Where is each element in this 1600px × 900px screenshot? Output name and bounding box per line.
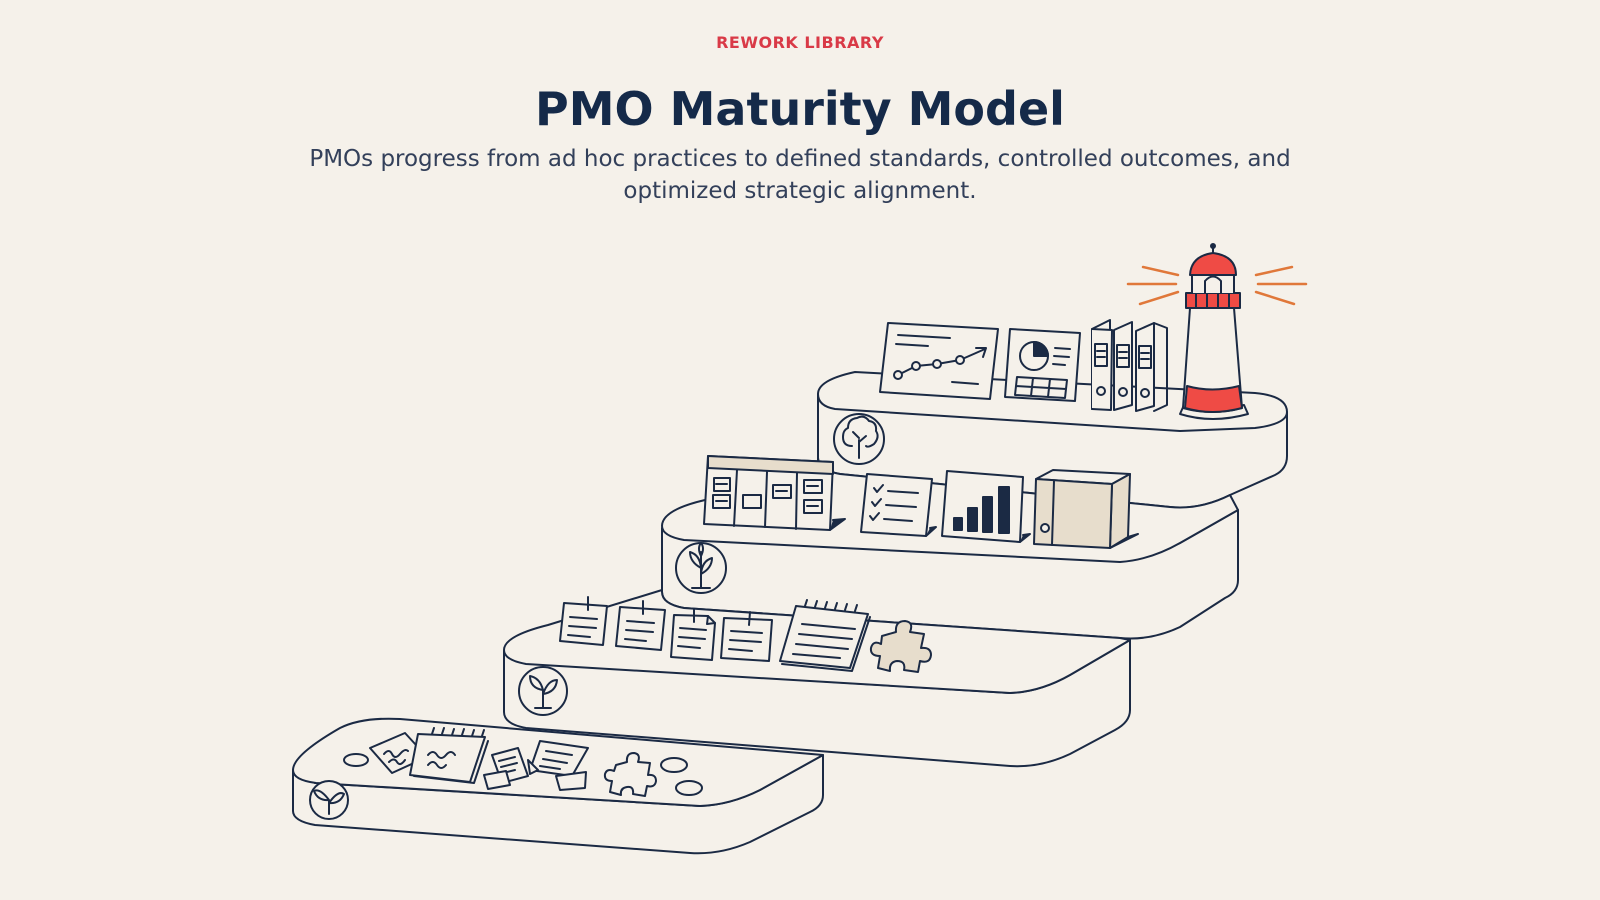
coin-icon [343, 753, 703, 796]
kanban-board-icon [703, 455, 846, 531]
seedling-icon [309, 780, 349, 820]
template-sheet-icon [559, 596, 773, 662]
binders-icon [1091, 319, 1168, 412]
spiral-notebook-icon [779, 599, 871, 672]
bar-chart-icon [941, 470, 1031, 543]
notepad-icon [409, 727, 489, 784]
puzzle-piece-icon [869, 620, 932, 673]
light-rays [1126, 265, 1308, 306]
eyebrow-label: REWORK LIBRARY [716, 33, 884, 52]
checklist-icon [860, 473, 937, 537]
tree-icon [833, 413, 885, 465]
report-pie-icon [1004, 328, 1081, 402]
page-subtitle: PMOs progress from ad hoc practices to d… [309, 146, 1291, 204]
plant-icon [675, 542, 727, 594]
page-title: PMO Maturity Model [535, 82, 1065, 136]
dashboard-trend-icon [879, 322, 999, 400]
storage-cabinet-icon [1033, 469, 1139, 549]
sprout-icon [518, 666, 568, 716]
lighthouse-icon [1179, 243, 1249, 420]
loose-paper-icon [483, 740, 589, 791]
puzzle-piece-icon [603, 752, 657, 797]
